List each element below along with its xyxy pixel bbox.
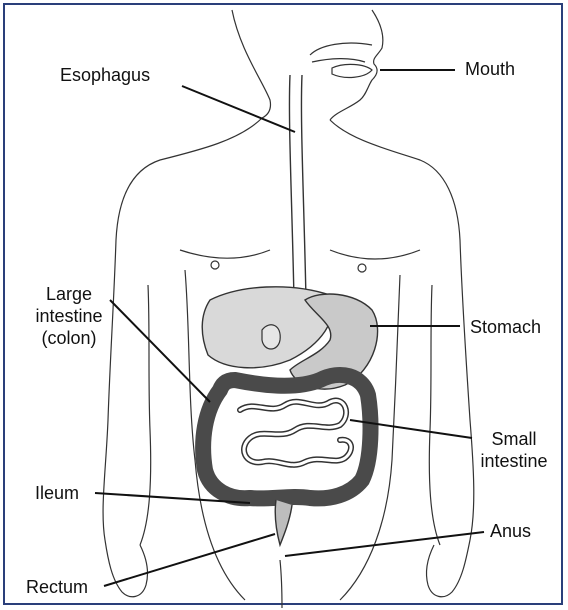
small-intestine <box>240 401 351 465</box>
right-hand <box>427 540 470 597</box>
label-small-intestine-line2: intestine <box>474 450 554 472</box>
label-large-intestine: Large intestine (colon) <box>34 283 104 349</box>
label-anus: Anus <box>490 520 531 542</box>
gallbladder <box>262 325 280 349</box>
colon <box>203 375 370 498</box>
label-esophagus: Esophagus <box>60 64 150 86</box>
left-nipple <box>211 261 219 269</box>
esophagus-tube <box>289 75 306 300</box>
right-nipple <box>358 264 366 272</box>
leg-line <box>280 560 282 608</box>
label-stomach: Stomach <box>470 316 541 338</box>
label-ileum: Ileum <box>35 482 79 504</box>
chest-line <box>180 250 420 259</box>
label-large-intestine-line3: (colon) <box>34 327 104 349</box>
label-rectum: Rectum <box>26 576 88 598</box>
esophagus-leader <box>182 86 295 132</box>
left-hand <box>105 540 147 597</box>
rectum <box>275 500 292 545</box>
label-large-intestine-line2: intestine <box>34 305 104 327</box>
nasal-cavity <box>310 43 372 62</box>
right-inner-arm <box>429 285 440 545</box>
large-intestine-leader <box>110 300 210 402</box>
left-inner-arm <box>140 285 151 545</box>
label-large-intestine-line1: Large <box>34 283 104 305</box>
label-mouth: Mouth <box>465 58 515 80</box>
oral-cavity <box>332 64 372 77</box>
anus-leader <box>285 532 484 556</box>
label-small-intestine: Small intestine <box>474 428 554 472</box>
rectum-leader <box>104 534 275 586</box>
label-small-intestine-line1: Small <box>474 428 554 450</box>
head-outline <box>232 10 271 118</box>
